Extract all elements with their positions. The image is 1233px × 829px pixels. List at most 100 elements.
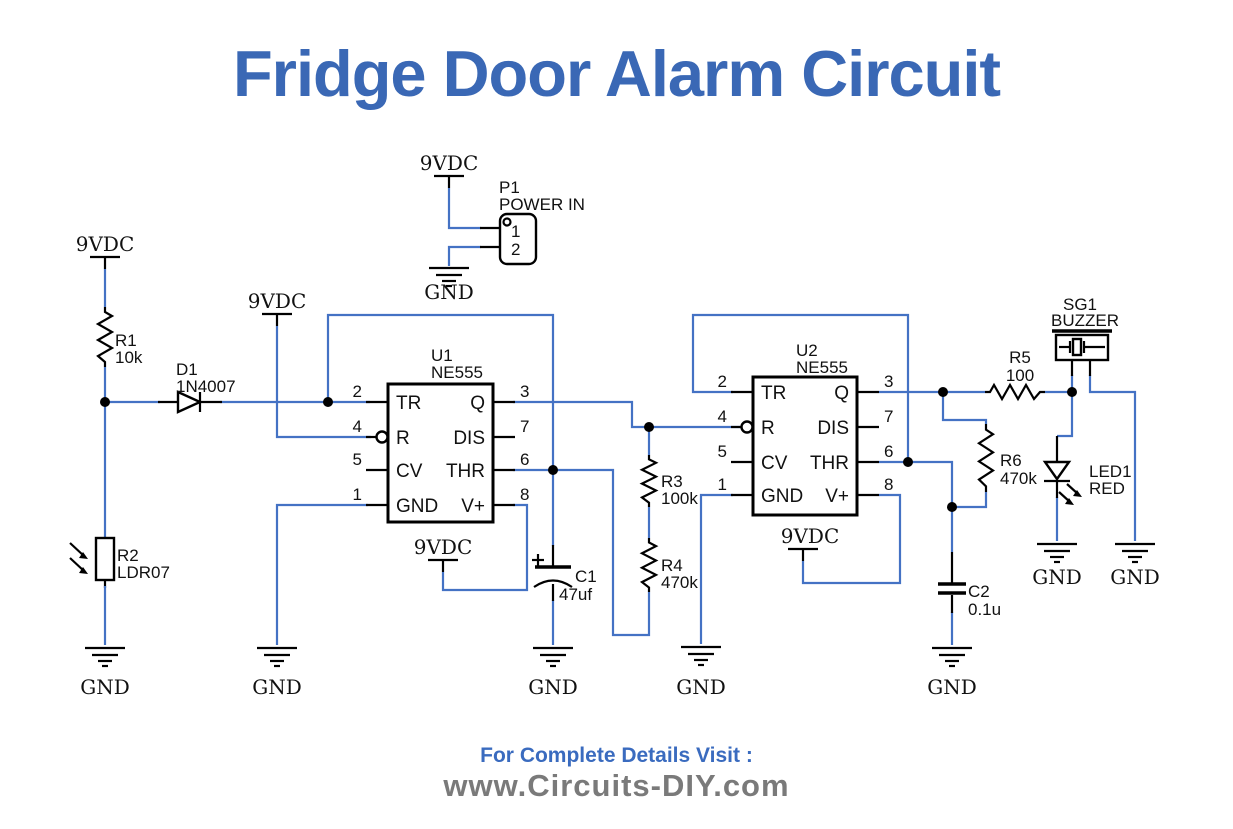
junction-dot (548, 465, 558, 475)
led-triangle (1042, 460, 1072, 482)
wire-vdc2-u1r (275, 326, 371, 439)
r5-ref: R5 (1009, 348, 1031, 367)
vdc-symbol (88, 255, 122, 271)
r4-value: 470k (661, 573, 698, 592)
gnd-label: GND (80, 675, 130, 699)
u1-pin-gnd: GND (396, 496, 438, 517)
u2-pinnum-2: 2 (718, 372, 727, 391)
wire-gndp1-pin2 (447, 245, 481, 266)
u1-part: NE555 (431, 363, 483, 382)
u2-ref: U2 (796, 341, 818, 360)
vdc-label: 9VDC (414, 535, 473, 559)
resistor-r6 (977, 422, 995, 494)
led1 (1042, 436, 1082, 505)
u1-pin-texts: TR R CV GND Q DIS THR V+ 2 4 5 1 3 7 6 8 (353, 382, 530, 517)
sg1-value: BUZZER (1051, 311, 1119, 330)
u2-pinnum-4: 4 (718, 407, 727, 426)
capacitor-c1 (532, 545, 573, 601)
vdc-label: 9VDC (248, 289, 307, 313)
p1-name: POWER IN (499, 195, 585, 214)
u2-part: NE555 (796, 358, 848, 377)
resistor-r1 (96, 305, 114, 369)
u1-pinnum-2: 2 (353, 382, 362, 401)
u1-pinnum-7: 7 (520, 417, 529, 436)
u2-pin-r: R (761, 418, 775, 439)
r3-ref: R3 (661, 472, 683, 491)
junction-dot (1067, 387, 1077, 397)
gnd-label: GND (1032, 565, 1082, 589)
wire-r6-c2node (952, 492, 988, 509)
p1-pin2: 2 (511, 240, 520, 259)
u2-pinnum-6: 6 (884, 442, 893, 461)
vdc-symbol (786, 547, 820, 563)
r1-ref: R1 (115, 331, 137, 350)
wires (103, 188, 1137, 645)
footer-visit-text: For Complete Details Visit : (480, 744, 753, 767)
u2-pinnum-7: 7 (884, 407, 893, 426)
ic-invert-bubble (375, 430, 389, 444)
vdc-label: 9VDC (76, 232, 135, 256)
light-arrow (69, 557, 85, 572)
ic-invert-bubble (740, 420, 754, 434)
p1-ref: P1 (499, 178, 520, 197)
junction-dot (323, 397, 333, 407)
ic-body (386, 382, 495, 524)
u1-ref: U1 (431, 346, 453, 365)
light-arrow-head (79, 552, 88, 559)
sg1-ref: SG1 (1063, 295, 1097, 314)
u1-pin-cv: CV (396, 461, 423, 482)
gnd-symbol (531, 646, 575, 668)
r6-value: 470k (1000, 469, 1037, 488)
gnd-label: GND (528, 675, 578, 699)
junction-dot (644, 422, 654, 432)
u1-pin-r: R (396, 428, 410, 449)
gnd-symbol (83, 646, 127, 668)
d1-ref: D1 (176, 360, 198, 379)
d1-value: 1N4007 (176, 377, 236, 396)
wire-tr-thr-loop (326, 313, 555, 546)
light-arrow-head (79, 567, 88, 574)
wire-vdc3-u1vplus (441, 503, 529, 592)
c2-ref: C2 (968, 582, 990, 601)
gnd-label: GND (1110, 565, 1160, 589)
gnd-label: GND (252, 675, 302, 699)
led1-ref: LED1 (1089, 462, 1132, 481)
u1-pin-q: Q (470, 393, 485, 414)
u1-pinnum-6: 6 (520, 450, 529, 469)
vdc-symbol (260, 312, 294, 328)
r5-value: 100 (1006, 366, 1034, 385)
led-emit-arrow-head (1065, 498, 1074, 505)
buzzer-sg1 (1052, 329, 1112, 376)
led1-value: RED (1089, 479, 1125, 498)
u1-pinnum-4: 4 (353, 417, 362, 436)
u1-pin-thr: THR (446, 461, 485, 482)
u1-pin-tr: TR (396, 393, 421, 414)
u1-pinnum-5: 5 (353, 450, 362, 469)
vdc-symbol (426, 558, 460, 574)
junction-dot (903, 457, 913, 467)
connector-pin1-mark (502, 217, 512, 227)
gnd-symbol (1113, 542, 1157, 564)
u2-pin-q: Q (834, 383, 849, 404)
gnd-label: GND (424, 280, 474, 304)
c2-value: 0.1u (968, 600, 1001, 619)
vdc-label: 9VDC (781, 524, 840, 548)
gnd-symbol (930, 646, 974, 668)
r2-ref: R2 (117, 546, 139, 565)
wire-u2vplus-vdc5 (801, 493, 902, 585)
r6-ref: R6 (1000, 451, 1022, 470)
c1-value: 47uf (559, 585, 592, 604)
r1-value: 10k (115, 348, 143, 367)
u2-pinnum-8: 8 (884, 475, 893, 494)
u2-pin-texts: TR R CV GND Q DIS THR V+ 2 4 5 1 3 7 6 8 (718, 372, 894, 507)
junction-dots (100, 387, 1077, 512)
gnd-label: GND (676, 675, 726, 699)
gnd-label: GND (927, 675, 977, 699)
net-label-texts: 9VDC 9VDC 9VDC 9VDC 9VDC GND GND GND GND… (76, 151, 1160, 699)
wire-vdcp1-pin1 (447, 188, 481, 230)
u1-pinnum-1: 1 (353, 485, 362, 504)
wire-u1thr-r4 (513, 468, 651, 637)
vdc-label: 9VDC (420, 151, 479, 175)
junction-dot (947, 502, 957, 512)
